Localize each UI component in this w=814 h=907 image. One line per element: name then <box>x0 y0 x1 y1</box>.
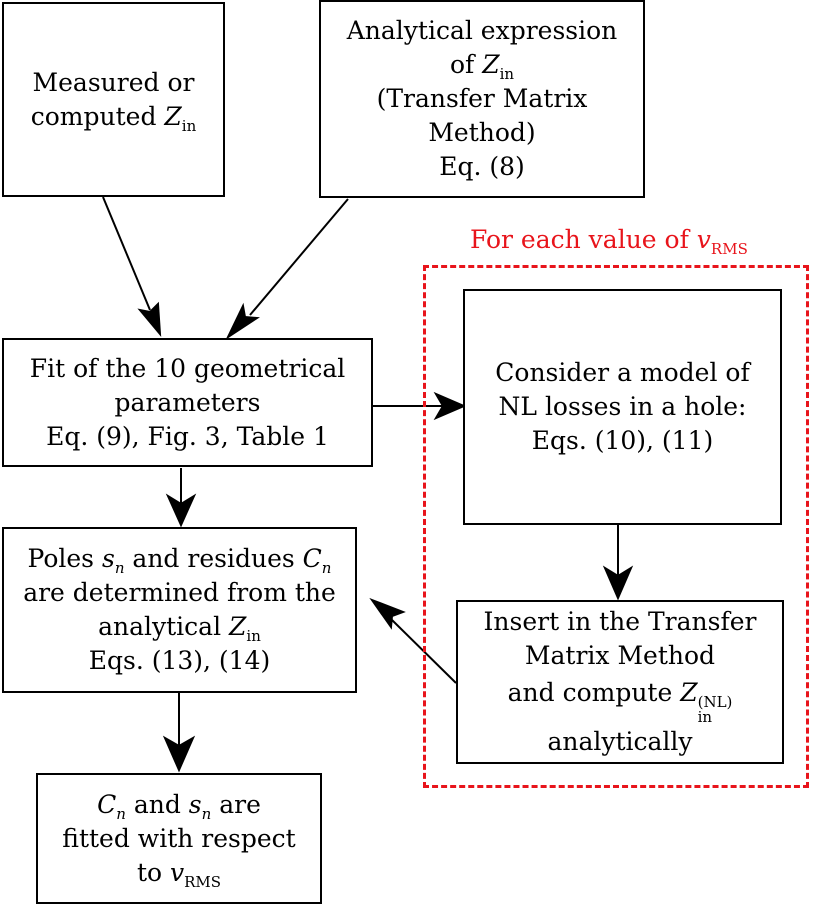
arrowhead <box>369 597 406 630</box>
node-analytical-expression: Analytical expression of Zin (Transfer M… <box>319 0 645 198</box>
node-poles-residues: Poles sn and residues Cn are determined … <box>2 527 357 693</box>
arrowhead <box>225 302 260 340</box>
arrowhead <box>165 493 197 528</box>
node-insert-transfer-matrix: Insert in the Transfer Matrix Method and… <box>456 600 784 764</box>
node-fit-parameters: Fit of the 10 geometrical parameters Eq.… <box>2 338 373 467</box>
arrowhead <box>137 301 162 338</box>
loop-group-frame <box>423 265 809 788</box>
node-measured-zin: Measured or computed Zin <box>2 2 225 197</box>
arrow-analytical-to-fit <box>249 198 349 316</box>
arrowhead <box>433 391 467 421</box>
arrowhead <box>602 565 634 601</box>
arrowhead <box>162 735 196 773</box>
loop-group-label: For each value of vRMS <box>470 225 748 258</box>
node-nl-loss-model: Consider a model of NL losses in a hole:… <box>463 289 782 525</box>
node-fitted-vrms: Cn and sn are fitted with respect to vRM… <box>36 773 322 904</box>
arrow-measured-to-fit <box>102 196 151 311</box>
